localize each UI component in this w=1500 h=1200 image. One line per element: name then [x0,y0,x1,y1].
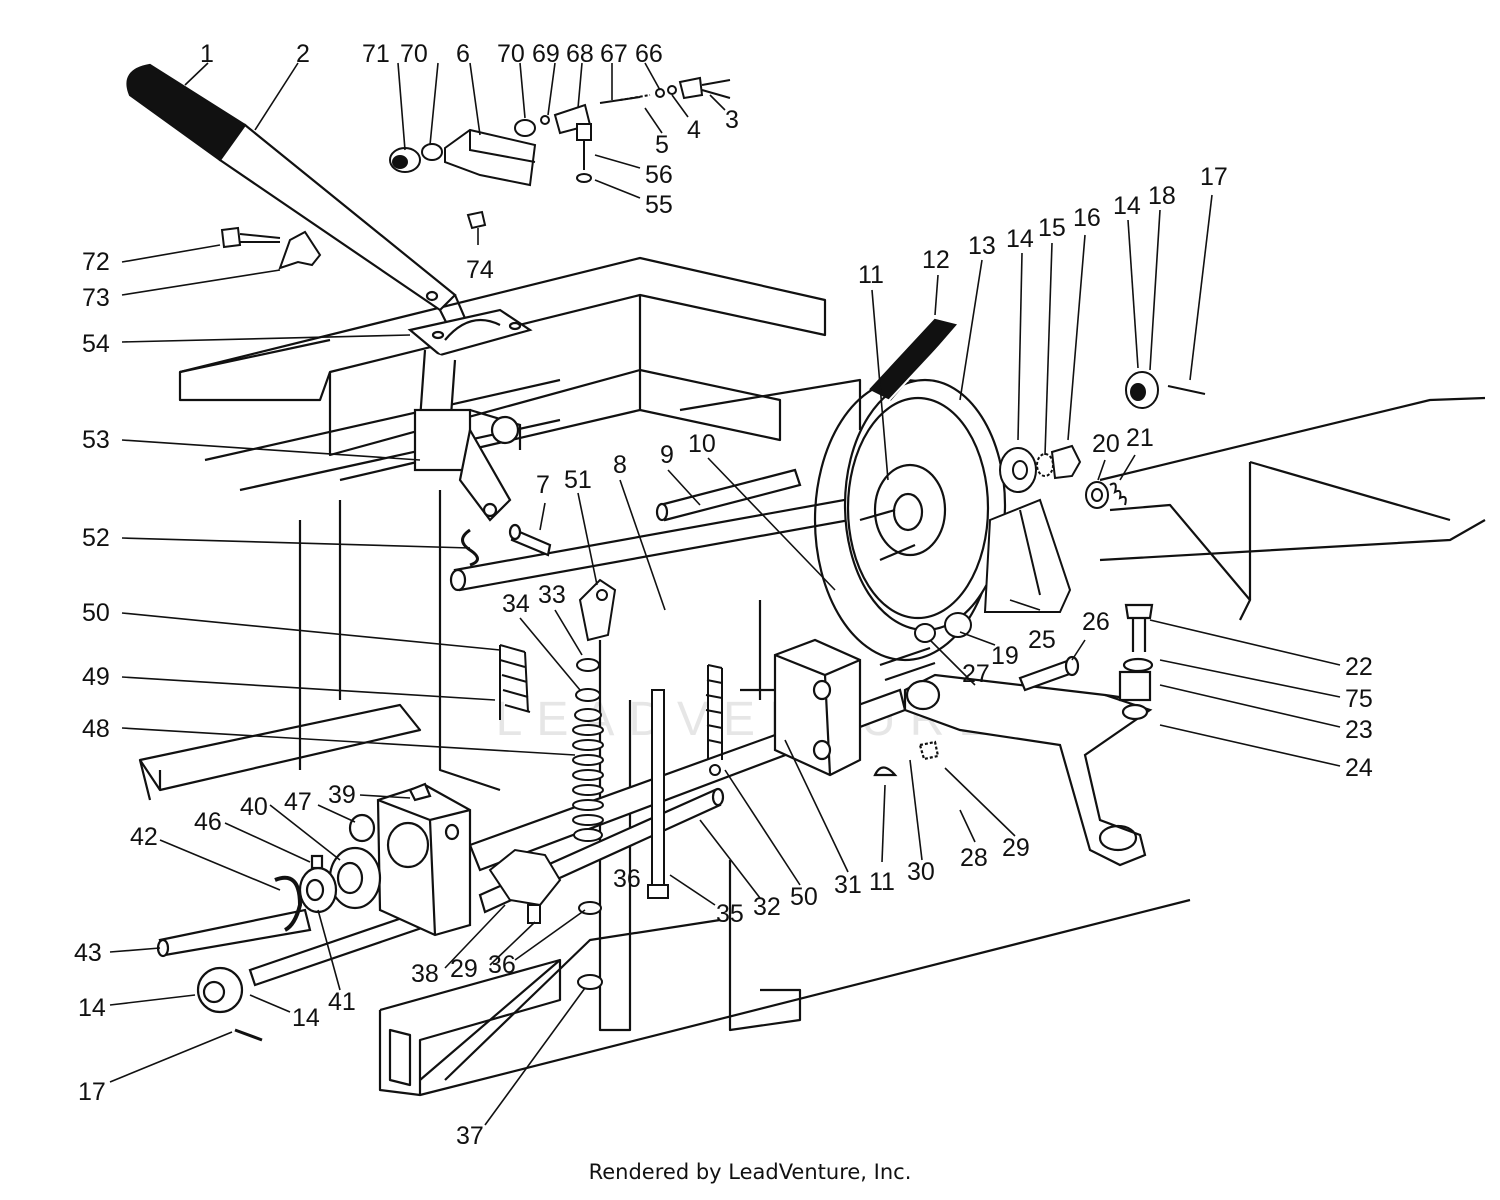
callout-label: 34 [502,590,530,618]
bearing-block [196,782,472,1042]
callout-label: 13 [968,232,996,260]
callout-label: 38 [411,960,439,988]
leader-lines [109,62,1341,1126]
callout-label: 50 [82,599,110,627]
callout-label: 39 [328,781,356,809]
callout-label: 74 [466,256,494,284]
callout-label: 72 [82,248,110,276]
callout-label: 21 [1126,424,1154,452]
lift-handle [126,63,472,342]
callout-label: 32 [753,893,781,921]
callout-label: 22 [1345,653,1373,681]
cross-block [773,638,936,777]
callout-label: 43 [74,939,102,967]
chassis-frame [138,256,1486,1097]
callout-label: 25 [1028,626,1056,654]
callout-label: 49 [82,663,110,691]
callout-label: 29 [1002,834,1030,862]
callout-label: 18 [1148,182,1176,210]
callout-label: 68 [566,40,594,68]
pulley [813,318,1007,662]
callout-label: 31 [834,871,862,899]
callout-label: 55 [645,191,673,219]
callout-label: 41 [328,988,356,1016]
callout-label: 35 [716,900,744,928]
callout-label: 42 [130,823,158,851]
callout-label: 12 [922,246,950,274]
callout-label: 50 [790,883,818,911]
callout-label: 36 [488,951,516,979]
callout-label: 40 [240,793,268,821]
callout-label: 36 [613,865,641,893]
callout-label: 6 [456,40,470,68]
callout-label: 53 [82,426,110,454]
callout-label: 26 [1082,608,1110,636]
spring-stack [488,578,669,990]
callout-label: 56 [645,161,673,189]
callout-label: 52 [82,524,110,552]
callout-label: 11 [869,868,895,896]
callout-label: 24 [1345,754,1373,782]
callout-label: 14 [78,994,106,1022]
callout-label: 17 [1200,163,1228,191]
callout-label: 54 [82,330,110,358]
callout-label: 14 [1006,225,1034,253]
callout-label: 66 [635,40,663,68]
callout-label: 19 [991,642,1019,670]
callout-label: 37 [456,1122,484,1150]
callout-label: 8 [613,451,627,479]
callout-label: 5 [655,131,669,159]
callout-label: 16 [1073,204,1101,232]
top-fastener-set [389,76,731,230]
callout-label: 33 [538,581,566,609]
lift-arm [413,408,522,567]
callout-label: 51 [564,466,592,494]
callout-label: 30 [907,858,935,886]
callout-label: 48 [82,715,110,743]
footer-credit: Rendered by LeadVenture, Inc. [588,1160,912,1184]
callout-label: 1 [200,40,214,68]
callouts: 1 2 71 70 6 70 69 68 67 66 3 4 5 56 55 7… [74,40,1373,1150]
callout-label: 73 [82,284,110,312]
callout-label: 20 [1092,430,1120,458]
callout-label: 70 [400,40,428,68]
handle-pivot-bolt [220,226,322,270]
callout-label: 17 [78,1078,106,1106]
springs [499,644,723,776]
callout-label: 15 [1038,214,1066,242]
callout-label: 7 [536,471,550,499]
callout-label: 29 [450,955,478,983]
callout-label: 67 [600,40,628,68]
callout-label: 3 [725,106,739,134]
callout-label: 46 [194,808,222,836]
callout-label: 2 [296,40,310,68]
callout-label: 75 [1345,685,1373,713]
callout-label: 23 [1345,716,1373,744]
callout-label: 70 [497,40,525,68]
pulley-hardware [914,371,1206,643]
yoke-arm [873,603,1154,867]
callout-label: 14 [1113,192,1141,220]
callout-label: 11 [858,261,884,289]
callout-label: 69 [532,40,560,68]
callout-label: 28 [960,844,988,872]
callout-label: 27 [962,660,990,688]
callout-label: 4 [687,116,701,144]
callout-label: 47 [284,788,312,816]
callout-label: 9 [660,441,674,469]
callout-label: 10 [688,430,716,458]
callout-label: 71 [362,40,390,68]
callout-label: 14 [292,1004,320,1032]
